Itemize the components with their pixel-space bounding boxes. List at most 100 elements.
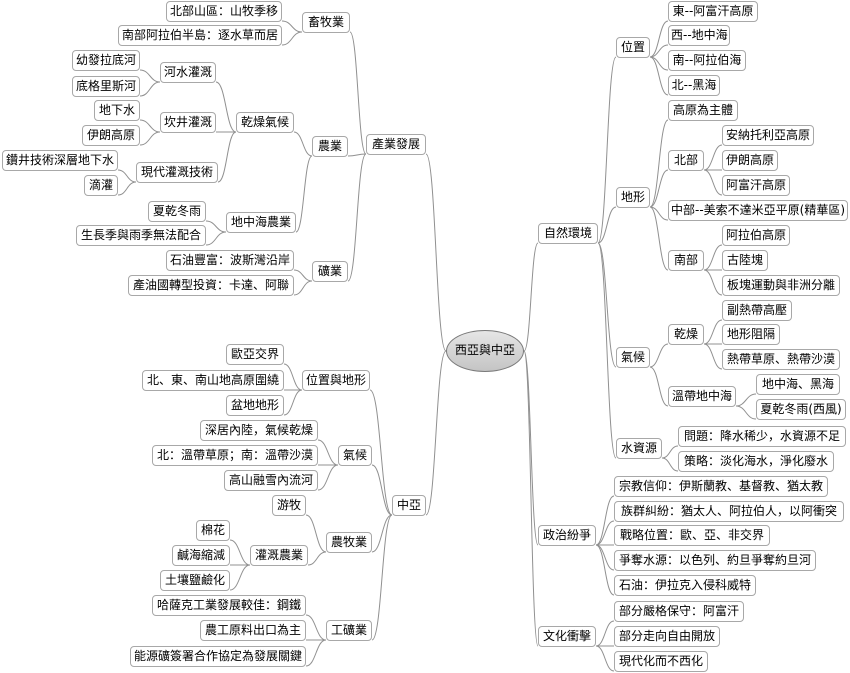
node-ca-climate[interactable]: 氣候	[338, 445, 372, 466]
connector	[703, 343, 723, 370]
node-oil-transform[interactable]: 產油國轉型投資：卡達、阿聯	[128, 275, 294, 296]
node-pastoral[interactable]: 畜牧業	[302, 12, 350, 33]
node-westerlies[interactable]: 夏乾冬雨(西風)	[756, 399, 846, 420]
node-iran-plateau-w[interactable]: 伊朗高原	[722, 150, 778, 171]
node-south-part[interactable]: 南部	[668, 250, 704, 271]
node-arabian-plateau[interactable]: 阿拉伯高原	[722, 225, 790, 246]
node-water-resources[interactable]: 水資源	[616, 438, 662, 459]
node-afghan-plateau[interactable]: 阿富汗高原	[722, 175, 790, 196]
node-anatolia[interactable]: 安納托利亞高原	[722, 125, 814, 146]
node-climate[interactable]: 氣候	[616, 347, 650, 368]
node-agri-pastoral[interactable]: 農牧業	[326, 532, 372, 553]
node-med-black[interactable]: 地中海、黑海	[756, 374, 840, 395]
connector	[229, 539, 251, 566]
connector	[703, 319, 723, 345]
node-deep-well[interactable]: 鑽井技術深層地下水	[2, 150, 118, 171]
node-dry-summer[interactable]: 夏乾冬雨	[148, 201, 206, 222]
connector	[649, 206, 669, 271]
node-liberal[interactable]: 部分走向自由開放	[614, 626, 720, 647]
node-mediterranean-agri[interactable]: 地中海農業	[226, 212, 296, 233]
node-irrigated-agri[interactable]: 灌溉農業	[250, 545, 308, 566]
connector	[595, 495, 615, 546]
node-terrain[interactable]: 地形	[616, 187, 650, 208]
node-dry[interactable]: 乾燥	[668, 324, 704, 345]
node-north-black-sea[interactable]: 北--黑海	[668, 75, 720, 96]
node-water-strategy[interactable]: 策略：淡化海水，淨化廢水	[678, 451, 834, 472]
node-arabia-nomad[interactable]: 南部阿拉伯半島：逐水草而居	[118, 25, 282, 46]
node-euphrates[interactable]: 幼發拉底河	[72, 50, 140, 71]
node-location[interactable]: 位置	[616, 37, 650, 58]
connector	[649, 206, 669, 221]
node-groundwater[interactable]: 地下水	[94, 100, 140, 121]
node-season-mismatch[interactable]: 生長季與雨季無法配合	[76, 225, 206, 246]
node-qanat[interactable]: 坎井灌溉	[160, 112, 216, 133]
connector	[139, 131, 161, 146]
root-node[interactable]: 西亞與中亞	[446, 330, 524, 372]
node-plate-separation[interactable]: 板塊運動與非洲分離	[722, 275, 840, 296]
node-modernization[interactable]: 現代化而不西化	[614, 651, 708, 672]
connector	[597, 56, 617, 244]
node-kazakh-steel[interactable]: 哈薩克工業發展較佳：鋼鐵	[152, 595, 306, 616]
node-modern-irrigation[interactable]: 現代灌溉技術	[136, 162, 218, 183]
node-west-med[interactable]: 西--地中海	[668, 25, 730, 46]
node-agriculture[interactable]: 農業	[312, 136, 348, 157]
node-industry-mining[interactable]: 工礦業	[326, 620, 372, 641]
node-mesopotamia[interactable]: 中部--美索不達米亞平原(精華區)	[668, 200, 848, 221]
connector	[597, 206, 617, 244]
node-energy-agreements[interactable]: 能源礦簽署合作協定為發展關鍵	[130, 646, 306, 667]
node-terrain-barrier[interactable]: 地形阻隔	[722, 324, 780, 345]
node-oil-invasion[interactable]: 石油：伊拉克入侵科威特	[614, 575, 756, 596]
connector	[703, 269, 723, 296]
node-industry[interactable]: 產業發展	[366, 134, 426, 155]
node-subtropical-high[interactable]: 副熱帶高壓	[722, 300, 792, 321]
node-raw-export[interactable]: 農工原料出口為主	[200, 620, 306, 641]
connector	[281, 20, 303, 33]
node-strategic-location[interactable]: 戰略位置：歐、亞、非交界	[614, 525, 770, 546]
node-arid-climate[interactable]: 乾燥氣候	[236, 112, 294, 133]
node-iran-plateau[interactable]: 伊朗高原	[82, 125, 140, 146]
node-snowmelt-river[interactable]: 高山融雪內流河	[224, 470, 318, 491]
node-tigris[interactable]: 底格里斯河	[72, 76, 140, 97]
connector	[649, 119, 669, 208]
node-basin[interactable]: 盆地地形	[226, 395, 284, 416]
node-religion[interactable]: 宗教信仰：伊斯蘭教、基督教、猶太教	[614, 476, 828, 497]
node-river-irrigation[interactable]: 河水灌溉	[160, 62, 216, 83]
connector	[229, 564, 251, 591]
node-eurasia-border[interactable]: 歐亞交界	[226, 344, 284, 365]
node-political-dispute[interactable]: 政治紛爭	[538, 525, 596, 546]
connector	[305, 514, 327, 553]
connector	[307, 551, 327, 566]
node-surrounded-plateau[interactable]: 北、東、南山地高原圍繞	[142, 370, 284, 391]
node-east-afghan[interactable]: 東--阿富汗高原	[668, 1, 758, 22]
node-conservative[interactable]: 部分嚴格保守：阿富汗	[614, 601, 744, 622]
node-temperate-med[interactable]: 溫帶地中海	[668, 386, 736, 407]
node-water-problem[interactable]: 問題：降水稀少，水資源不足	[678, 426, 846, 447]
connector	[349, 31, 367, 155]
node-north-part[interactable]: 北部	[668, 150, 704, 171]
node-savanna-desert[interactable]: 熱帶草原、熱帶沙漠	[722, 349, 840, 370]
node-south-arabian-sea[interactable]: 南--阿拉伯海	[668, 50, 746, 71]
node-drip[interactable]: 滴灌	[84, 175, 118, 196]
node-mining[interactable]: 礦業	[312, 261, 348, 282]
node-natural-env[interactable]: 自然環境	[538, 223, 598, 244]
node-water-dispute[interactable]: 爭奪水源：以色列、約旦爭奪約旦河	[614, 550, 816, 571]
node-plateau-main[interactable]: 高原為主體	[668, 100, 738, 121]
node-salinization[interactable]: 土壤鹽鹼化	[160, 570, 230, 591]
node-oil-gulf[interactable]: 石油豐富：波斯灣沿岸	[166, 250, 294, 271]
node-nomadism[interactable]: 游牧	[272, 495, 306, 516]
node-cotton[interactable]: 棉花	[196, 520, 230, 541]
node-location-terrain[interactable]: 位置與地形	[302, 370, 370, 391]
node-steppe-desert[interactable]: 北：溫帶草原；南：溫帶沙漠	[152, 445, 318, 466]
connector	[205, 231, 227, 246]
node-culture-shock[interactable]: 文化衝擊	[538, 626, 596, 647]
node-highland-transhumance[interactable]: 北部山區：山牧季移	[166, 1, 282, 22]
node-ethnic-conflict[interactable]: 族群糾紛：猶太人、阿拉伯人，以阿衝突	[614, 501, 844, 522]
connector	[347, 153, 367, 157]
connector	[283, 389, 303, 416]
node-central-asia[interactable]: 中亞	[392, 495, 426, 516]
node-old-landmass[interactable]: 古陸塊	[722, 250, 768, 271]
node-aral-shrink[interactable]: 鹹海縮減	[172, 545, 230, 566]
connector	[305, 639, 327, 667]
node-inland-dry[interactable]: 深居內陸，氣候乾燥	[200, 420, 318, 441]
